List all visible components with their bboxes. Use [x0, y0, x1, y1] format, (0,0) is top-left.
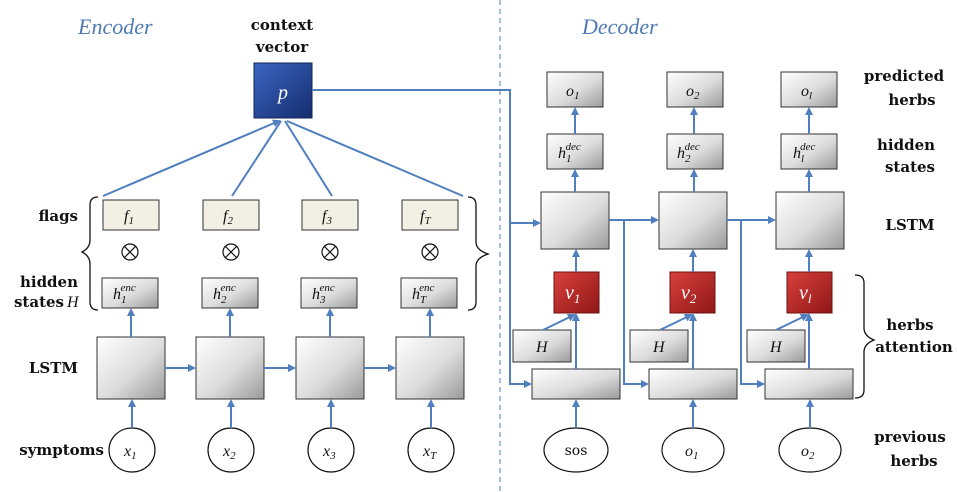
encoder-hidden-text-1: h1enc [113, 282, 136, 306]
symptom-text-3: x3 [322, 443, 336, 462]
decoder-hidden-text-1: h1dec [558, 141, 581, 165]
left-brace [80, 196, 99, 311]
decoder-hidden-label-line1: hidden [877, 136, 935, 154]
decoder-hidden-text-3: hldec [793, 141, 815, 165]
decoder-H-text-2: H [652, 339, 666, 356]
decoder-hidden-box-3 [780, 133, 838, 170]
flag-text-4: fT [420, 208, 431, 227]
predicted-label-line1: predicted [864, 67, 945, 85]
encoder-hidden-text-2: h2enc [213, 282, 236, 306]
output-text-2: o2 [686, 83, 700, 102]
hidden-label-line1: hidden [20, 273, 78, 291]
previous-label-line2: herbs [890, 452, 937, 470]
encoder-lstm-cell-1 [96, 336, 166, 400]
flag-text-3: f3 [322, 208, 332, 227]
output-box-3 [780, 71, 838, 108]
output-text-1: o1 [566, 83, 580, 102]
context-label-line1: context [251, 16, 313, 34]
previous-herb-text-2: o1 [685, 443, 699, 462]
decoder-title: Decoder [581, 14, 658, 39]
encoder-lstm-cell-2 [195, 336, 265, 400]
right-brace [467, 196, 491, 311]
encoder-hidden-box-4 [400, 277, 458, 309]
context-vector-symbol: p [276, 82, 288, 104]
encoder-hidden-box-2 [201, 277, 259, 309]
flag-text-1: f1 [124, 208, 134, 227]
attention-label-line1: herbs [886, 316, 933, 334]
flag-box-2 [202, 199, 260, 231]
symptom-text-4: xT [422, 443, 437, 462]
hidden-var: H [66, 294, 80, 311]
symptoms-label: symptoms [19, 441, 104, 459]
decoder-lstm-cell-3 [775, 191, 845, 250]
attention-brace [854, 274, 876, 399]
encoder-hidden-text-3: h3enc [312, 282, 335, 306]
context-to-decoder-arrow [312, 89, 541, 227]
decoder-lstm-cell-2 [658, 191, 728, 250]
context-label-line2: vector [255, 38, 309, 56]
hidden-label-line2: states [14, 293, 64, 311]
flags-label: flags [38, 207, 78, 225]
attention-input-box-3 [764, 368, 854, 400]
flag-box-4 [401, 199, 459, 231]
encoder-hidden-text-4: hTenc [412, 282, 434, 306]
decoder-hidden-text-2: h2dec [677, 141, 700, 165]
decoder-H-box-2 [629, 329, 689, 363]
fan-line-1 [102, 119, 281, 197]
context-vector-box [253, 62, 313, 119]
output-box-2 [666, 71, 724, 108]
previous-label-line1: previous [874, 428, 946, 446]
flag-text-2: f2 [223, 208, 233, 227]
decoder-H-box-1 [512, 329, 572, 363]
attention-input-box-2 [648, 368, 738, 400]
fan-line-4 [286, 120, 464, 197]
encoder-lstm-label: LSTM [29, 359, 78, 377]
decoder-lstm-label: LSTM [885, 216, 934, 234]
symptom-text-1: x1 [123, 443, 137, 462]
encoder-lstm-cell-3 [295, 336, 365, 400]
decoder-lstm-cell-1 [540, 191, 610, 250]
symptom-text-2: x2 [222, 443, 236, 462]
fan-line-3 [284, 120, 333, 197]
previous-herb-text-3: o2 [801, 443, 815, 462]
predicted-label-line2: herbs [888, 91, 935, 109]
output-box-1 [546, 71, 604, 108]
previous-herb-text-1: sos [565, 443, 588, 459]
encoder-title: Encoder [77, 14, 153, 39]
attention-text-2: v2 [681, 282, 697, 306]
decoder-hidden-label-line2: states [885, 158, 935, 176]
decoder-H-box-3 [746, 329, 806, 363]
encoder-hidden-box-1 [101, 277, 159, 309]
encoder-lstm-cell-4 [395, 336, 465, 400]
decoder-hidden-box-1 [546, 133, 604, 170]
decoder-H-text-3: H [769, 339, 783, 356]
flag-box-3 [301, 199, 359, 231]
fan-line-2 [231, 120, 282, 197]
attention-input-box-1 [531, 368, 621, 400]
attention-box-1 [553, 271, 600, 314]
attention-text-1: v1 [565, 282, 580, 306]
attention-text-3: vl [799, 282, 812, 306]
attention-box-3 [786, 271, 833, 314]
attention-label-line2: attention [875, 338, 953, 356]
decoder-H-text-1: H [535, 339, 549, 356]
flag-box-1 [102, 199, 160, 231]
output-text-3: ol [801, 83, 812, 102]
